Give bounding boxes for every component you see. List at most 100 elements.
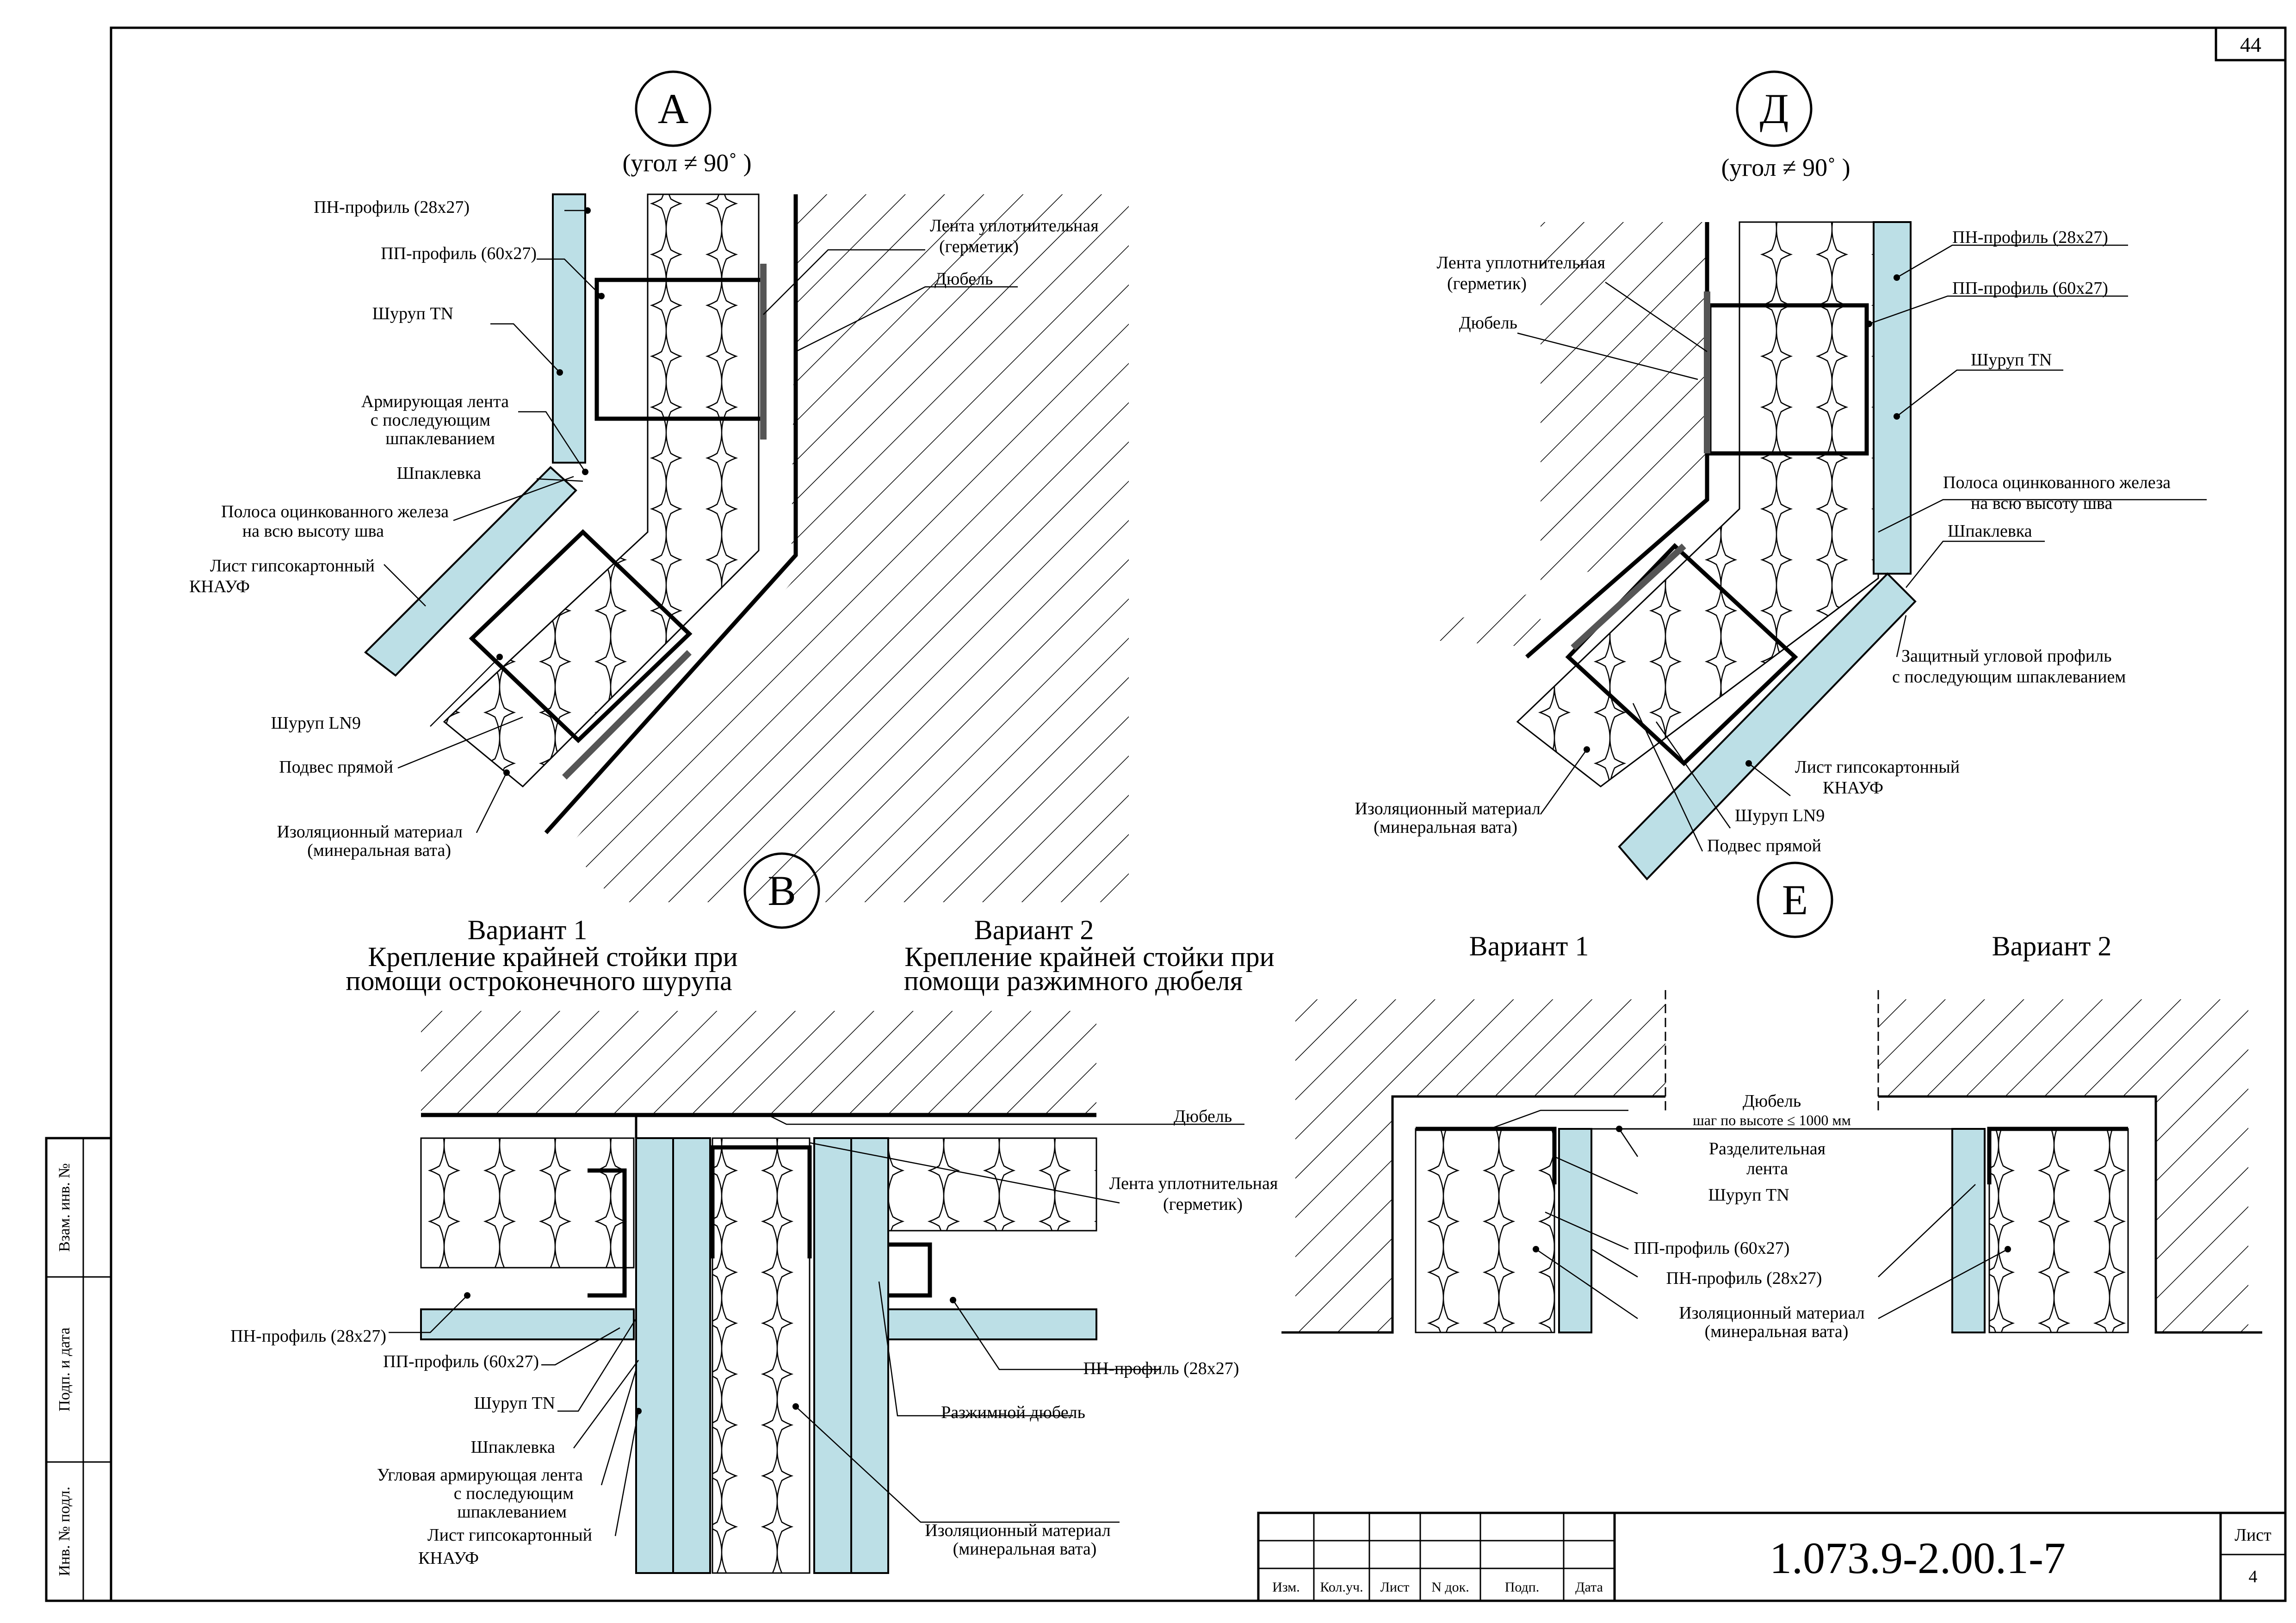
detail-e-marker: Е	[1782, 876, 1808, 923]
a-label-dowel: Дюбель	[934, 269, 993, 289]
b-board-vertical-4	[850, 1137, 889, 1574]
stamp-col-podp: Подп.	[1505, 1580, 1540, 1595]
a-label-insul-1: Изоляционный материал	[277, 822, 463, 842]
a-label-tape-1: Армирующая лента	[361, 392, 509, 411]
a-label-screw-tn: Шуруп TN	[372, 304, 453, 323]
b-variant1-title: Вариант 1	[468, 915, 588, 945]
b-board-right	[887, 1308, 1097, 1340]
side-stamp-box	[45, 1137, 112, 1602]
e-variant2-title: Вариант 2	[1992, 931, 2112, 961]
b-label-seal-2: (герметик)	[1163, 1195, 1243, 1214]
stamp-col-kolvo: Кол.уч.	[1320, 1580, 1363, 1595]
d-label-insul-2: (минеральная вата)	[1374, 818, 1517, 837]
d-label-strip-2: на всю высоту шва	[1971, 494, 2112, 513]
b-variant1-desc-1: Крепление крайней стойки при	[368, 942, 738, 972]
a-label-seal-1: Лента уплотнительная	[930, 216, 1099, 235]
side-stamp-1: Взам. инв. №	[56, 1163, 73, 1252]
b-variant1-desc-2: помощи остроконечного шурупа	[346, 966, 732, 996]
drawing-frame	[110, 26, 2287, 1602]
e-variant1-title: Вариант 1	[1469, 931, 1589, 961]
side-stamp-2: Подп. и дата	[56, 1327, 73, 1412]
a-label-sheet-2: КНАУФ	[189, 577, 250, 596]
e-label-dowel: Дюбель	[1743, 1091, 1801, 1111]
detail-d: Д (угол ≠ 90˚ ) Лента уплотнительная (ге…	[1355, 70, 2207, 880]
b-label-sheet-1: Лист гипсокартонный	[427, 1525, 592, 1545]
a-label-tape-3: шпаклеванием	[385, 429, 495, 448]
detail-e-marker-circle	[1757, 861, 1833, 938]
a-label-pp: ПП-профиль (60х27)	[381, 244, 537, 263]
detail-a: А (угол ≠ 90˚ ) ПН-профил	[189, 70, 1129, 902]
b-board-vertical-1	[635, 1137, 674, 1574]
stamp-col-list: Лист	[1380, 1580, 1410, 1595]
detail-d-marker-circle	[1736, 70, 1813, 147]
d-label-seal-1: Лента уплотнительная	[1436, 253, 1605, 273]
b-label-screw-tn: Шуруп TN	[474, 1394, 555, 1413]
detail-b-marker: В	[767, 867, 796, 914]
d-label-seal-2: (герметик)	[1447, 274, 1527, 293]
b-label-seal-1: Лента уплотнительная	[1109, 1174, 1278, 1193]
detail-d-board-diagonal	[1618, 572, 1917, 880]
a-label-putty: Шпаклевка	[396, 464, 481, 483]
detail-d-marker: Д	[1760, 85, 1789, 132]
d-label-corner-2: с последующим шпаклеванием	[1892, 667, 2126, 687]
b-label-insul-1: Изоляционный материал	[925, 1521, 1111, 1540]
e-label-sep-1: Разделительная	[1709, 1139, 1826, 1158]
detail-a-angle: (угол ≠ 90˚ )	[622, 149, 751, 177]
a-label-hanger: Подвес прямой	[279, 757, 393, 777]
a-label-strip-1: Полоса оцинкованного железа	[221, 502, 449, 521]
a-label-pn: ПН-профиль (28х27)	[314, 198, 470, 217]
b-label-corner-tape-3: шпаклеванием	[457, 1502, 567, 1522]
e-label-screw-tn: Шуруп TN	[1708, 1185, 1789, 1205]
a-label-seal-2: (герметик)	[939, 237, 1019, 256]
b-board-vertical-2	[672, 1137, 711, 1574]
d-label-strip-1: Полоса оцинкованного железа	[1943, 473, 2171, 492]
stamp-col-ndoc: N док.	[1431, 1580, 1469, 1595]
detail-a-board-vertical	[552, 193, 586, 464]
sheet-number: 44	[2240, 33, 2261, 56]
detail-a-marker-circle	[635, 70, 712, 147]
detail-a-board-diagonal	[364, 466, 577, 677]
e-label-sep-2: лента	[1746, 1159, 1788, 1178]
detail-d-angle: (угол ≠ 90˚ )	[1721, 154, 1850, 181]
d-label-corner-1: Защитный угловой профиль	[1901, 646, 2112, 666]
a-label-insul-2: (минеральная вата)	[307, 841, 451, 860]
b-label-pn-left: ПН-профиль (28х27)	[230, 1326, 386, 1346]
b-label-corner-tape-2: с последующим	[454, 1484, 574, 1503]
b-label-putty: Шпаклевка	[470, 1437, 555, 1457]
d-label-screw-ln9: Шуруп LN9	[1735, 806, 1825, 825]
b-board-left	[420, 1308, 635, 1340]
e-label-pn: ПН-профиль (28х27)	[1666, 1269, 1822, 1288]
a-label-sheet-1: Лист гипсокартонный	[210, 556, 375, 576]
d-label-dowel: Дюбель	[1459, 313, 1517, 333]
detail-d-board-vertical	[1873, 221, 1912, 575]
detail-a-profile-lower	[469, 529, 693, 743]
d-label-screw-tn: Шуруп TN	[1971, 350, 2052, 370]
a-label-screw-ln9: Шуруп LN9	[271, 713, 361, 733]
b-board-vertical-3	[813, 1137, 852, 1574]
list-number: 4	[2249, 1567, 2258, 1586]
a-label-strip-2: на всю высоту шва	[242, 521, 384, 541]
e-board-right	[1951, 1128, 1986, 1333]
d-label-pn: ПН-профиль (28х27)	[1952, 228, 2108, 247]
a-label-tape-2: с последующим	[371, 410, 490, 430]
e-board-left	[1558, 1128, 1592, 1333]
e-label-pp: ПП-профиль (60х27)	[1634, 1239, 1790, 1258]
d-label-pp: ПП-профиль (60х27)	[1952, 279, 2108, 298]
b-variant2-title: Вариант 2	[974, 915, 1094, 945]
side-stamp-3: Инв. № подл.	[56, 1487, 73, 1576]
b-label-insul-2: (минеральная вата)	[953, 1539, 1097, 1559]
title-block: Изм. Кол.уч. Лист N док. Подп. Дата 1.07…	[1257, 1511, 2287, 1602]
e-label-dowel-step: шаг по высоте ≤ 1000 мм	[1693, 1112, 1851, 1128]
b-label-exp-dowel: Разжимной дюбель	[941, 1403, 1085, 1422]
sheet-number-box	[2215, 26, 2287, 62]
stamp-col-izm: Изм.	[1272, 1580, 1300, 1595]
b-label-pp: ПП-профиль (60х27)	[383, 1352, 539, 1371]
e-label-insul-1: Изоляционный материал	[1679, 1303, 1865, 1323]
b-label-pn-right: ПН-профиль (28х27)	[1083, 1359, 1239, 1378]
b-variant2-desc-1: Крепление крайней стойки при	[904, 942, 1275, 972]
d-label-sheet-1: Лист гипсокартонный	[1795, 757, 1960, 777]
b-variant2-desc-2: помощи разжимного дюбеля	[904, 966, 1243, 996]
d-label-hanger: Подвес прямой	[1707, 836, 1821, 855]
b-label-dowel: Дюбель	[1174, 1107, 1232, 1126]
